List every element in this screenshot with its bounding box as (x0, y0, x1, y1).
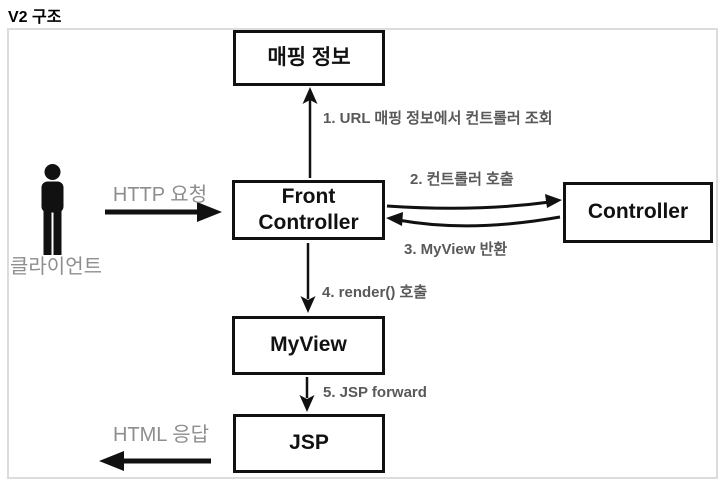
node-jsp: JSP (233, 414, 385, 473)
label-step3: 3. MyView 반환 (404, 241, 508, 258)
arrow-html-response (99, 451, 211, 471)
label-step4: 4. render() 호출 (322, 284, 428, 301)
page-title: V2 구조 (8, 9, 62, 26)
label-html-response: HTML 응답 (112, 424, 210, 446)
label-step2: 2. 컨트롤러 호출 (410, 171, 514, 188)
node-controller: Controller (563, 182, 713, 243)
arrow-jsp-forward (299, 377, 315, 412)
arrow-return-myview (386, 212, 561, 228)
label-step1: 1. URL 매핑 정보에서 컨트롤러 조회 (323, 110, 553, 127)
diagram-frame (7, 28, 718, 479)
client-person-icon (41, 164, 64, 255)
arrow-http-request (105, 202, 222, 222)
label-http-request: HTTP 요청 (112, 184, 208, 206)
label-client: 클라이언트 (10, 256, 102, 278)
arrow-lookup-mapping (302, 87, 318, 178)
node-front-controller: Front Controller (232, 180, 385, 240)
label-step5: 5. JSP forward (323, 384, 427, 401)
node-mapping-info: 매핑 정보 (233, 30, 385, 86)
arrow-render-call (300, 243, 316, 313)
node-myview: MyView (232, 316, 385, 375)
arrow-call-controller (386, 194, 562, 210)
